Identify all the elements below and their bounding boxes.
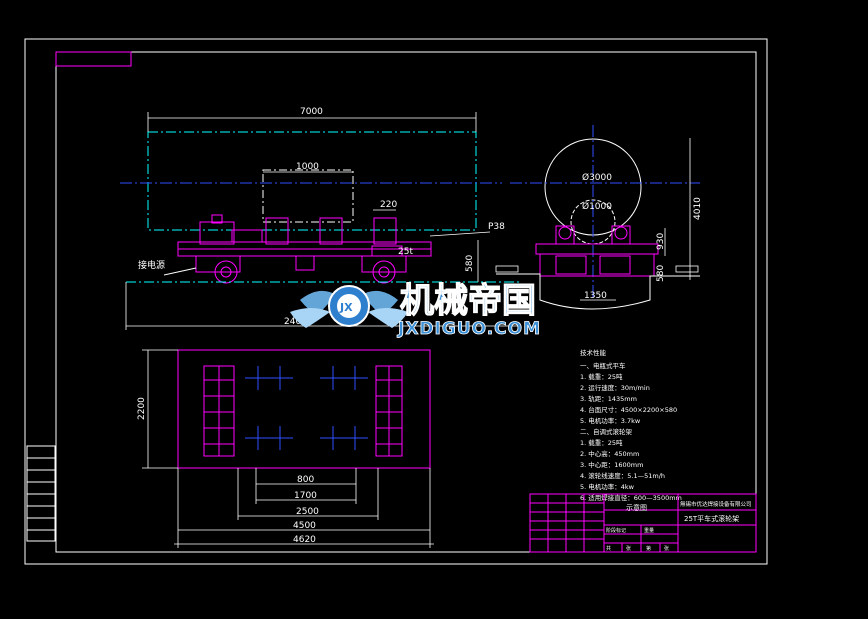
watermark-cn-text: 机械帝国	[400, 281, 536, 321]
note-line: 二、自调式滚轮架	[580, 427, 633, 436]
dim-220: 220	[373, 200, 397, 211]
dim-930: 930	[656, 228, 666, 256]
power-supply-label: 接电源	[138, 259, 165, 271]
title-diagram-label: 示意图	[626, 503, 647, 512]
technical-notes: 技术性能 一、电瓶式平车 1. 载重：25吨 2. 运行速度：30m/min 3…	[580, 348, 682, 502]
left-revision-boxes	[26, 445, 56, 542]
dim-label-1000: 1000	[296, 162, 319, 172]
plan-left-roller	[203, 365, 235, 457]
top-left-label-box	[55, 51, 132, 67]
dim-label-4010: 4010	[693, 197, 703, 220]
dim-label-4500: 4500	[293, 521, 316, 531]
inner-frame	[55, 51, 757, 553]
watermark-wing-left-lower	[290, 308, 330, 328]
dim-label-800: 800	[297, 475, 314, 485]
title-block	[529, 493, 757, 553]
note-line: 6. 适用焊接直径：600—3500mm	[580, 493, 682, 502]
note-line: 5. 电机功率：3.7kw	[580, 416, 641, 425]
note-line: 一、电瓶式平车	[580, 361, 626, 370]
notes-title: 技术性能	[580, 348, 607, 357]
note-line: 3. 中心距：1600mm	[580, 460, 643, 469]
tb-cell: 重量	[644, 527, 654, 534]
title-company: 無锡市优达焊接设备有限公司	[680, 500, 752, 508]
watermark-wing-right-lower	[368, 308, 408, 328]
workpiece-outline	[147, 131, 477, 231]
dim-label-dia1000: Ø1000	[582, 201, 612, 212]
dim-580: 580	[465, 240, 479, 282]
tb-cell: 阶段标记	[606, 527, 626, 534]
watermark-gear-center	[337, 294, 361, 318]
watermark: JX 机械帝国 JXDIGUO.COM	[290, 280, 541, 339]
tb-cell: 张	[664, 545, 669, 552]
plan-crosshairs	[245, 366, 368, 450]
foundation-pit	[496, 273, 700, 310]
rail-label: P38	[488, 222, 505, 232]
watermark-en-text: JXDIGUO.COM	[397, 319, 541, 339]
note-line: 4. 台面尺寸：4500×2200×580	[580, 405, 677, 414]
outer-frame	[24, 38, 768, 565]
watermark-logo-text: JX	[339, 301, 353, 314]
note-line: 1. 载重：25吨	[580, 438, 623, 447]
dim-4010: 4010	[689, 138, 703, 280]
dim-label-220: 220	[380, 200, 397, 210]
dim-label-930: 930	[656, 233, 666, 250]
capacity-label: 25t	[398, 247, 413, 257]
dim-label-1700: 1700	[294, 491, 317, 501]
note-line: 2. 运行速度：30m/min	[580, 383, 650, 392]
ground-symbol-right	[675, 265, 699, 273]
cart-side-view	[535, 225, 659, 277]
plan-right-roller	[375, 365, 403, 457]
dim-2200: 2200	[137, 349, 178, 469]
note-line: 5. 电机功率：4kw	[580, 482, 635, 491]
cart-front-view	[163, 214, 432, 284]
title-product: 25T平车式滚轮架	[684, 514, 739, 523]
dim-7000: 7000	[147, 107, 477, 132]
note-line: 2. 中心高：450mm	[580, 449, 639, 458]
dim-1000: 1000	[263, 162, 353, 173]
inner-workpiece-outline	[262, 169, 354, 223]
note-line: 4. 滚轮线速度：5.1—51m/h	[580, 471, 665, 480]
ground-symbol-left	[495, 265, 519, 273]
dim-1350: 1350	[580, 291, 616, 301]
rail-leader	[429, 231, 491, 237]
tb-cell: 共	[606, 545, 611, 552]
dim-label-1350: 1350	[584, 291, 607, 301]
dim-label-580: 580	[465, 255, 475, 272]
title-small-cells: 阶段标记 重量 共 张 第 张	[606, 527, 669, 552]
dim-label-7000: 7000	[300, 107, 323, 117]
tb-cell: 第	[646, 545, 651, 552]
cart-plan-outline	[177, 349, 431, 469]
note-line: 1. 载重：25吨	[580, 372, 623, 381]
tb-cell: 张	[626, 545, 631, 552]
note-line: 3. 轨距：1435mm	[580, 394, 637, 403]
dim-label-580-side: 580	[656, 265, 666, 282]
plan-dimensions	[174, 468, 434, 548]
dim-label-4620: 4620	[293, 535, 316, 545]
dim-label-2500: 2500	[296, 507, 319, 517]
dim-label-2200: 2200	[137, 397, 147, 420]
dim-label-dia3000: Ø3000	[582, 172, 612, 183]
